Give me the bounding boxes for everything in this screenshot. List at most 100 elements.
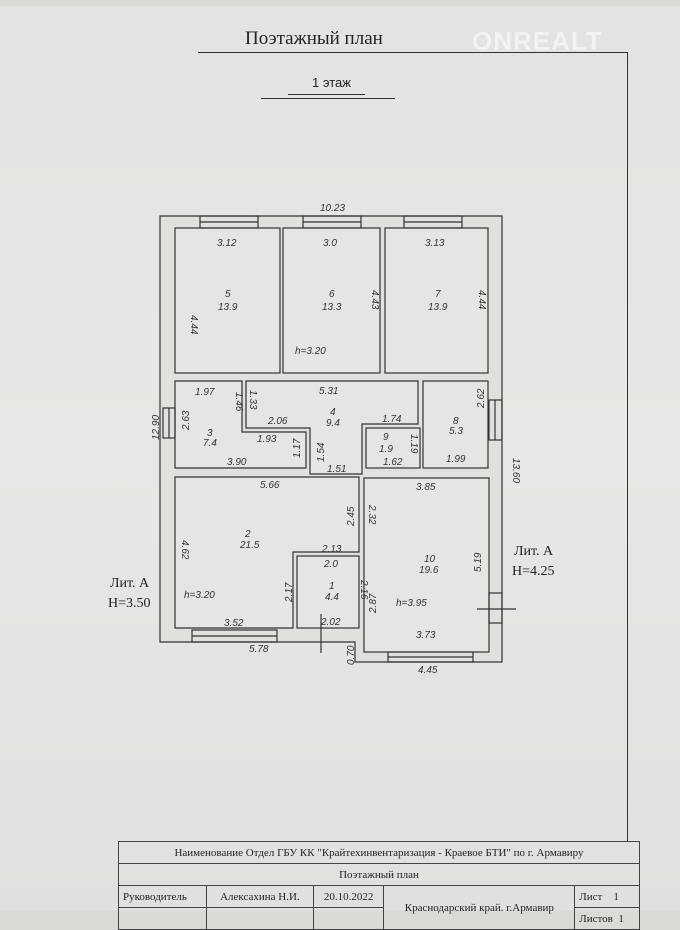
dim-label: 1.93 <box>257 434 277 445</box>
title-block: Наименование Отдел ГБУ КК "Крайтехинвент… <box>118 841 640 930</box>
room-number: 4 <box>330 407 336 418</box>
org-name: Наименование Отдел ГБУ КК "Крайтехинвент… <box>118 841 640 864</box>
empty-cell <box>118 907 207 930</box>
dim-label: 4.45 <box>418 665 438 676</box>
dim-label: 1.33 <box>247 390 258 410</box>
lit-label: Лит. А <box>110 576 150 591</box>
frame-border-right <box>627 52 628 842</box>
dim-label: 2.87 <box>368 593 379 614</box>
sheet-number: 1 <box>613 890 619 903</box>
dim-label: 1.99 <box>446 454 466 465</box>
dim-label: 1.62 <box>383 457 403 468</box>
room-number: 8 <box>453 416 459 427</box>
room-9 <box>365 427 421 469</box>
window <box>488 592 503 624</box>
dim-label: 1.74 <box>382 414 402 425</box>
dim-label: 5.31 <box>319 386 338 397</box>
dim-label: 2.02 <box>320 617 341 628</box>
sheets-label: Листов <box>579 912 613 925</box>
dim-label: 5.66 <box>260 480 280 491</box>
dim-label: 4.44 <box>476 290 487 310</box>
dim-label: 5.19 <box>473 552 484 572</box>
lit-height: H=3.50 <box>108 596 151 611</box>
room-number: 3 <box>207 428 213 439</box>
room-area: 7.4 <box>203 438 217 449</box>
role: Руководитель <box>118 885 207 908</box>
room-area: 4.4 <box>325 592 339 603</box>
dim-label: 2.63 <box>181 410 192 431</box>
dim-label: 3.0 <box>323 238 337 249</box>
room-number: 7 <box>435 289 441 300</box>
dim-label: 2.32 <box>366 504 377 525</box>
floor-underline <box>261 98 395 99</box>
sheets-count: 1 <box>618 912 624 925</box>
room-number: 5 <box>225 289 231 300</box>
empty-cell <box>312 907 385 930</box>
location: Краснодарский край. г.Армавир <box>383 885 576 930</box>
room-number: 10 <box>424 554 436 565</box>
room-area: 5.3 <box>449 426 463 437</box>
room-5 <box>174 227 281 374</box>
room-10 <box>363 477 490 653</box>
dim-label: 1.19 <box>408 434 419 454</box>
room-area: 9.4 <box>326 418 340 429</box>
dim-label: 3.85 <box>416 482 436 493</box>
height-label: h=3.20 <box>184 590 215 601</box>
dim-label: 2.0 <box>323 559 338 570</box>
room-2 <box>174 476 360 629</box>
dim-label: 1.17 <box>292 438 303 458</box>
date: 20.10.2022 <box>312 885 385 908</box>
sheets-info: Листов 1 <box>574 907 640 930</box>
room-area: 13.3 <box>322 302 342 313</box>
floor-plan: 10.23 12.90 13.60 5.78 4.45 0.70 Лит. А … <box>108 203 555 676</box>
dim-label: 2.45 <box>346 506 357 527</box>
dim-label: 1.97 <box>195 387 215 398</box>
dim-label: 2.62 <box>476 388 487 409</box>
dim-label: 0.70 <box>346 645 357 665</box>
room-1 <box>296 555 360 629</box>
room-7 <box>384 227 489 374</box>
dim-label: 4.43 <box>369 290 380 310</box>
lit-height: H=4.25 <box>512 564 555 579</box>
room-area: 1.9 <box>379 444 393 455</box>
page-title: Поэтажный план <box>245 28 383 49</box>
dim-label: 3.12 <box>217 238 237 249</box>
room-number: 2 <box>244 529 251 540</box>
room-8 <box>422 380 489 469</box>
dim-label: 1.54 <box>316 442 327 462</box>
dim-label: 5.78 <box>249 644 269 655</box>
room-6 <box>282 227 381 374</box>
room-area: 19.6 <box>419 565 439 576</box>
room-number: 1 <box>329 581 335 592</box>
dim-label: 3.52 <box>224 618 244 629</box>
room-3 <box>174 380 307 469</box>
floor-underline <box>288 94 365 95</box>
room-area: 13.9 <box>218 302 238 313</box>
dim-label: 1.46 <box>233 392 244 412</box>
room-number: 6 <box>329 289 335 300</box>
doc-name: Поэтажный план <box>118 863 640 886</box>
sheet-label: Лист <box>579 890 603 903</box>
dim-label: 10.23 <box>320 203 345 214</box>
dim-label: 12.90 <box>151 415 162 440</box>
floor-label: 1 этаж <box>312 75 351 90</box>
dim-label: 3.73 <box>416 630 436 641</box>
room-area: 21.5 <box>239 540 260 551</box>
dim-label: 3.90 <box>227 457 247 468</box>
lit-label: Лит. А <box>514 544 554 559</box>
frame-border-top <box>198 52 628 53</box>
dim-label: 13.60 <box>510 458 521 483</box>
watermark-logo: ONREALT <box>472 26 603 56</box>
empty-cell <box>205 907 314 930</box>
dim-label: 2.16 <box>358 579 369 600</box>
room-4 <box>245 380 419 475</box>
dim-label: 3.13 <box>425 238 445 249</box>
height-label: h=3.20 <box>295 346 326 357</box>
sheet-info: Лист 1 <box>574 885 640 908</box>
room-number: 9 <box>383 432 389 443</box>
person: Алексахина Н.И. <box>205 885 314 908</box>
dim-label: 4.62 <box>179 540 190 560</box>
dim-label: 2.17 <box>284 582 295 603</box>
room-area: 13.9 <box>428 302 448 313</box>
dim-label: 2.13 <box>321 544 342 555</box>
